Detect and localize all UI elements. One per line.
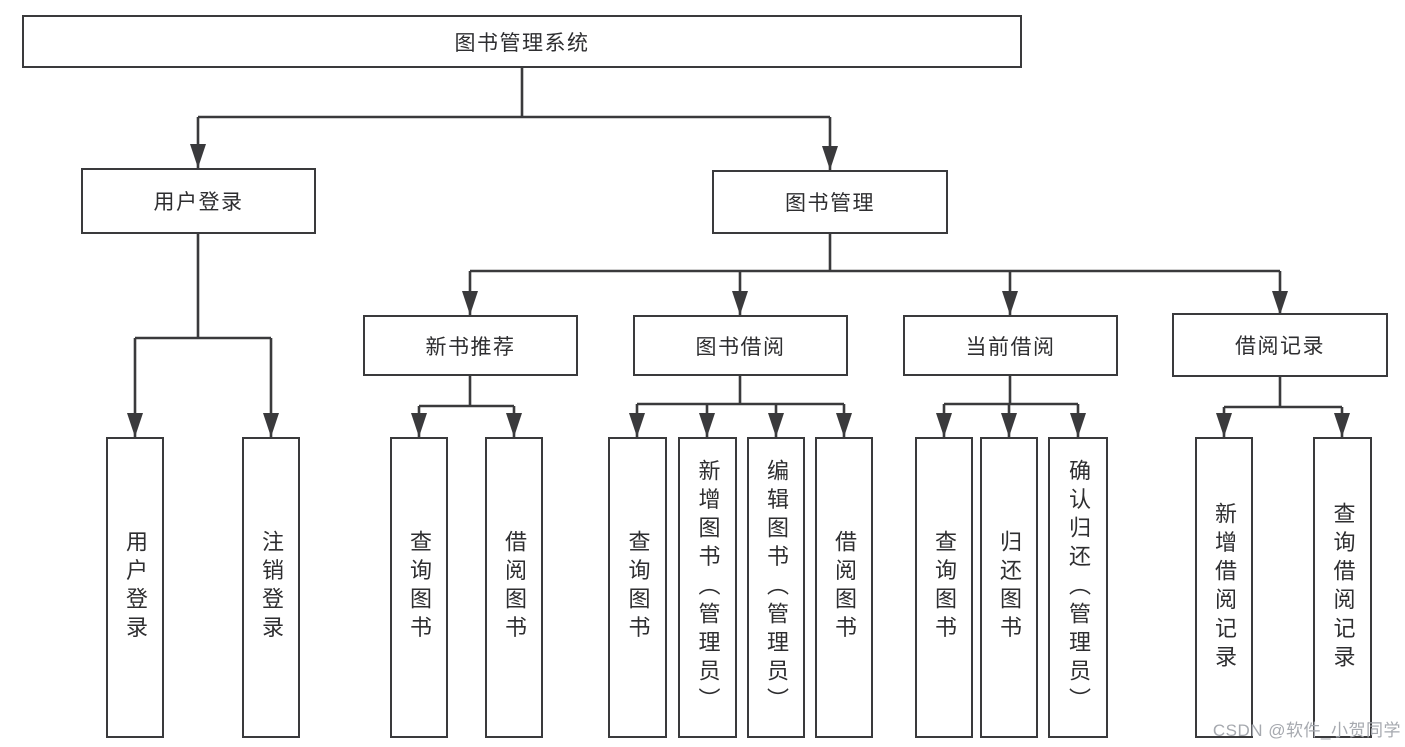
connector-root-trunk xyxy=(198,68,830,119)
node-book-borrowing: 图书借阅 xyxy=(633,315,848,376)
node-borrow-records: 借阅记录 xyxy=(1172,313,1388,377)
connector-user-login-trunk xyxy=(135,234,271,340)
node-book-borrowing-label: 图书借阅 xyxy=(695,335,786,359)
node-bb-query-books: 查询图书 xyxy=(608,437,667,738)
node-cb-query-books-label: 查询图书 xyxy=(932,530,957,645)
node-cb-return-books: 归还图书 xyxy=(980,437,1038,738)
node-user-login-leaf-label: 用户登录 xyxy=(123,530,148,645)
node-book-management-label: 图书管理 xyxy=(785,192,875,215)
node-current-borrowing: 当前借阅 xyxy=(903,315,1118,376)
node-bb-edit-books-admin-label: 编辑图书（管理员） xyxy=(764,458,789,717)
node-bb-query-books-label: 查询图书 xyxy=(625,530,651,645)
node-user-login-leaf: 用户登录 xyxy=(106,437,164,738)
node-new-book-recommend: 新书推荐 xyxy=(363,315,578,376)
node-br-query-record: 查询借阅记录 xyxy=(1313,437,1372,738)
node-nb-query-books-label: 查询图书 xyxy=(407,530,432,645)
node-cb-confirm-return-admin: 确认归还（管理员） xyxy=(1048,437,1108,738)
node-cb-return-books-label: 归还图书 xyxy=(997,530,1022,645)
connector-book-management-trunk xyxy=(470,234,1280,273)
node-cb-confirm-return-admin-label: 确认归还（管理员） xyxy=(1066,458,1091,717)
node-bb-borrow-books: 借阅图书 xyxy=(815,437,873,738)
node-book-management: 图书管理 xyxy=(712,170,948,234)
node-bb-edit-books-admin: 编辑图书（管理员） xyxy=(747,437,805,738)
node-borrow-records-label: 借阅记录 xyxy=(1235,335,1325,358)
node-nb-query-books: 查询图书 xyxy=(390,437,448,738)
connector-current-borrowing-trunk xyxy=(944,376,1078,406)
node-user-login: 用户登录 xyxy=(81,168,316,234)
node-br-query-record-label: 查询借阅记录 xyxy=(1330,501,1356,674)
node-new-book-recommend-label: 新书推荐 xyxy=(425,335,516,359)
node-nb-borrow-books: 借阅图书 xyxy=(485,437,543,738)
node-br-add-record-label: 新增借阅记录 xyxy=(1212,501,1237,674)
node-current-borrowing-label: 当前借阅 xyxy=(965,335,1056,359)
node-br-add-record: 新增借阅记录 xyxy=(1195,437,1253,738)
connector-new-book-trunk xyxy=(419,376,514,408)
watermark-csdn: CSDN @软件_小贺同学 xyxy=(1212,721,1401,740)
node-bb-borrow-books-label: 借阅图书 xyxy=(832,530,857,645)
node-bb-add-books-admin: 新增图书（管理员） xyxy=(678,437,737,738)
node-user-login-label: 用户登录 xyxy=(153,191,244,214)
node-nb-borrow-books-label: 借阅图书 xyxy=(502,530,527,645)
node-bb-add-books-admin-label: 新增图书（管理员） xyxy=(695,458,721,717)
connector-book-borrowing-trunk xyxy=(637,376,844,406)
connector-borrow-records-trunk xyxy=(1224,377,1342,409)
node-cb-query-books: 查询图书 xyxy=(915,437,973,738)
node-logout: 注销登录 xyxy=(242,437,300,738)
node-book-management-system: 图书管理系统 xyxy=(22,15,1022,68)
node-book-management-system-label: 图书管理系统 xyxy=(454,31,590,55)
node-logout-label: 注销登录 xyxy=(259,530,284,645)
